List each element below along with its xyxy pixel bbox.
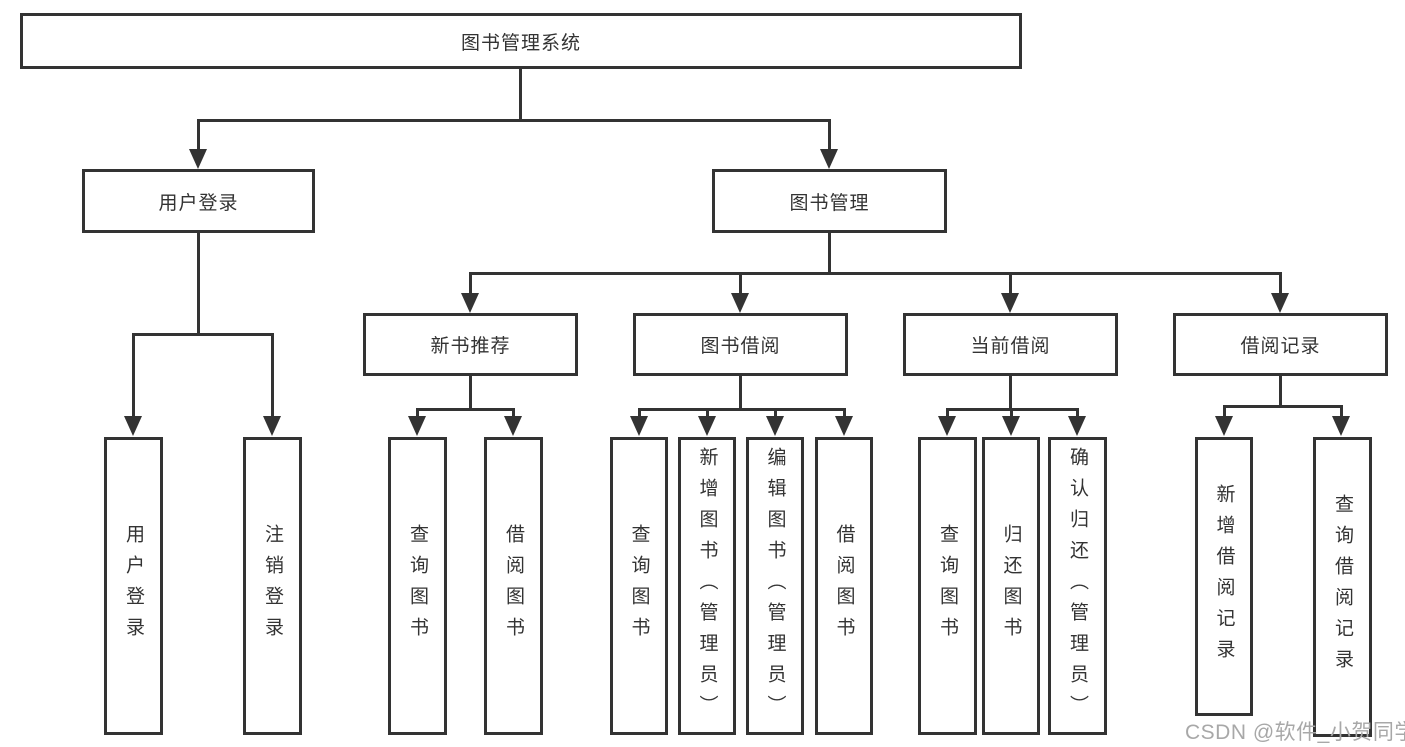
node-book-management: 图书管理 <box>712 169 947 233</box>
arrowhead-borrow-records <box>1271 293 1289 313</box>
connector-drop-bb-borrow <box>842 408 846 418</box>
connector-level2-rail <box>469 272 1282 275</box>
arrowhead-leaf-logout <box>263 416 281 436</box>
connector-book-borrow-stem <box>738 376 742 408</box>
connector-borrow-records-stem <box>1278 376 1282 405</box>
connector-drop-leaf-login <box>131 333 135 418</box>
connector-current-borrow-rail <box>946 408 1079 411</box>
connector-drop-user-login <box>196 119 200 151</box>
arrowhead-cb-confirm <box>1068 416 1086 436</box>
arrowhead-nb-borrow <box>504 416 522 436</box>
csdn-watermark: CSDN @软件_小贺同学 <box>1185 721 1405 744</box>
arrowhead-br-add <box>1215 416 1233 436</box>
connector-drop-bb-edit <box>773 408 777 418</box>
node-new-book-recommend: 新书推荐 <box>363 313 578 376</box>
arrowhead-cb-query <box>938 416 956 436</box>
connector-level1-rail <box>197 119 831 122</box>
connector-drop-borrow-records <box>1278 272 1282 297</box>
node-root-library-system: 图书管理系统 <box>20 13 1022 69</box>
connector-drop-bb-add <box>705 408 709 418</box>
connector-new-books-stem <box>468 376 472 408</box>
leaf-edit-books-admin: 编辑图书（管理员） <box>746 437 804 735</box>
leaf-confirm-return-admin: 确认归还（管理员） <box>1048 437 1107 735</box>
leaf-add-borrow-record: 新增借阅记录 <box>1195 437 1253 716</box>
leaf-query-books-recommend: 查询图书 <box>388 437 447 735</box>
connector-drop-book-mgmt <box>827 119 831 151</box>
arrowhead-bb-add <box>698 416 716 436</box>
connector-drop-leaf-logout <box>270 333 274 418</box>
connector-drop-current-borrow <box>1008 272 1012 297</box>
node-user-login: 用户登录 <box>82 169 315 233</box>
leaf-logout: 注销登录 <box>243 437 302 735</box>
arrowhead-bb-query <box>630 416 648 436</box>
connector-book-borrow-rail <box>638 408 846 411</box>
arrowhead-br-query <box>1332 416 1350 436</box>
connector-drop-bb-query <box>637 408 641 418</box>
arrowhead-user-login <box>189 149 207 169</box>
leaf-borrow-books-recommend: 借阅图书 <box>484 437 543 735</box>
leaf-add-books-admin: 新增图书（管理员） <box>678 437 736 735</box>
node-current-borrowing: 当前借阅 <box>903 313 1118 376</box>
arrowhead-nb-query <box>408 416 426 436</box>
connector-drop-book-borrow <box>738 272 742 297</box>
arrowhead-cb-return <box>1002 416 1020 436</box>
connector-book-mgmt-stem <box>827 233 831 272</box>
arrowhead-new-books <box>461 293 479 313</box>
connector-root-stem <box>519 69 522 120</box>
connector-drop-new-books <box>468 272 472 297</box>
leaf-return-books: 归还图书 <box>982 437 1040 735</box>
arrowhead-current-borrow <box>1001 293 1019 313</box>
leaf-query-borrow-record: 查询借阅记录 <box>1313 437 1372 737</box>
leaf-query-books-borrow: 查询图书 <box>610 437 668 735</box>
connector-drop-cb-confirm <box>1075 408 1079 418</box>
connector-drop-cb-return <box>1009 408 1013 418</box>
node-borrowing-records: 借阅记录 <box>1173 313 1388 376</box>
connector-new-books-rail <box>416 408 515 411</box>
connector-user-login-rail <box>132 333 274 336</box>
arrowhead-book-borrow <box>731 293 749 313</box>
connector-drop-cb-query <box>945 408 949 418</box>
leaf-query-books-current: 查询图书 <box>918 437 977 735</box>
connector-current-borrow-stem <box>1008 376 1012 408</box>
arrowhead-leaf-login <box>124 416 142 436</box>
connector-borrow-records-rail <box>1223 405 1343 408</box>
connector-drop-nb-query <box>415 408 419 418</box>
arrowhead-bb-edit <box>766 416 784 436</box>
leaf-borrow-books: 借阅图书 <box>815 437 873 735</box>
leaf-user-login: 用户登录 <box>104 437 163 735</box>
connector-user-login-stem <box>196 233 200 333</box>
connector-drop-br-add <box>1222 405 1226 418</box>
arrowhead-book-mgmt <box>820 149 838 169</box>
node-book-borrowing: 图书借阅 <box>633 313 848 376</box>
arrowhead-bb-borrow <box>835 416 853 436</box>
connector-drop-br-query <box>1339 405 1343 418</box>
connector-drop-nb-borrow <box>511 408 515 418</box>
